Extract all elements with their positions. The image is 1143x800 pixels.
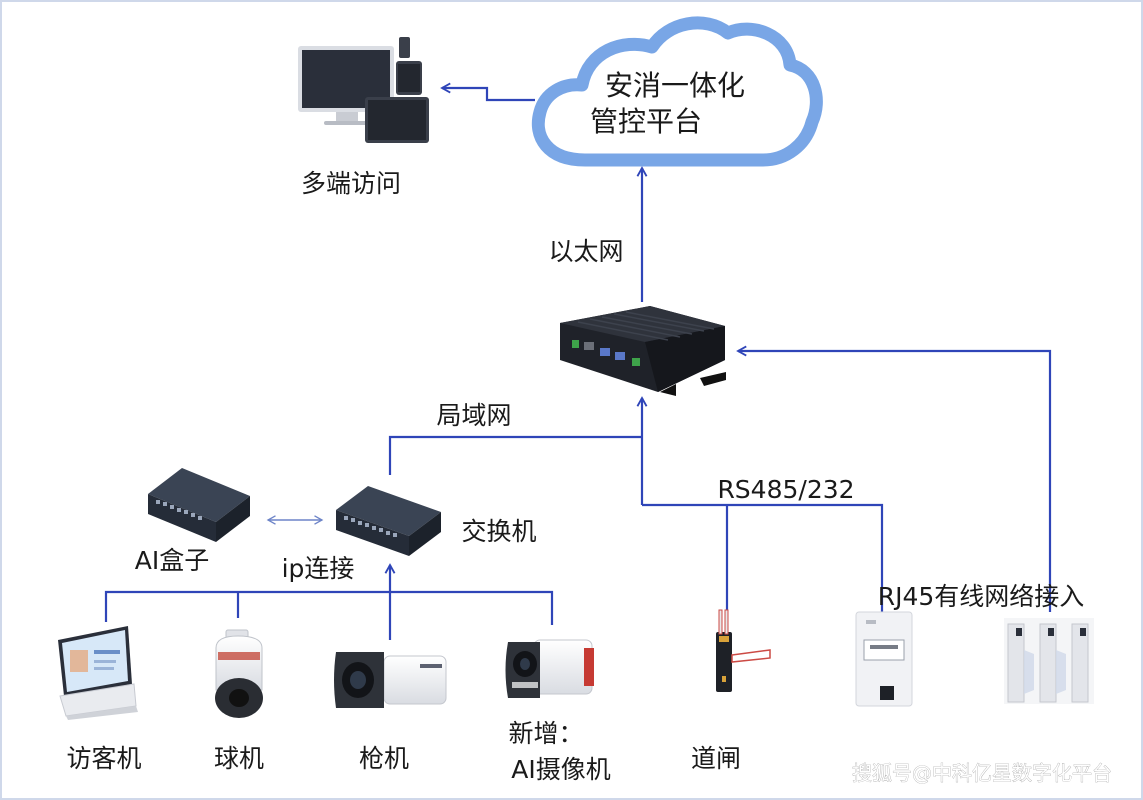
rj45-link (738, 351, 1052, 612)
lan-label: 局域网 (436, 401, 511, 430)
camera-bus (104, 590, 554, 625)
multi-access-label: 多端访问 (301, 169, 401, 198)
lan-link (388, 435, 642, 475)
cloud-shape (531, 16, 823, 167)
rs485-bus (642, 503, 884, 612)
ai-camera-icon[interactable] (505, 639, 595, 698)
cloud-title-line2: 管控平台 (590, 105, 702, 138)
ai-box-icon[interactable] (148, 468, 250, 542)
new-ai-camera-label-line2: AI摄像机 (511, 755, 610, 784)
barrier-label: 道闸 (691, 744, 741, 773)
rj45-label: RJ45有线网络接入 (878, 582, 1085, 611)
switch-label: 交换机 (461, 517, 536, 546)
visitor-kiosk-icon[interactable] (58, 626, 138, 720)
ip-connect-label: ip连接 (282, 554, 355, 583)
ethernet-label: 以太网 (548, 237, 623, 266)
barrier-gate-icon[interactable] (716, 609, 771, 692)
cloud-platform[interactable]: 安消一体化 管控平台 (531, 16, 823, 167)
dome-camera-icon[interactable] (215, 629, 263, 718)
bullet-label: 枪机 (359, 744, 409, 773)
network-switch-icon[interactable] (336, 486, 441, 556)
multi-device-icon (298, 37, 429, 143)
bullet-camera-icon[interactable] (334, 652, 447, 708)
access-panel-icon[interactable] (855, 611, 913, 707)
watermark: 搜狐号@中科亿星数字化平台 (852, 761, 1112, 785)
dome-label: 球机 (214, 744, 264, 773)
visitor-label: 访客机 (66, 744, 141, 773)
new-ai-camera-label-line1: 新增： (508, 719, 583, 748)
rs485-label: RS485/232 (717, 475, 854, 504)
ai-box-label: AI盒子 (135, 546, 209, 575)
cloud-title-line1: 安消一体化 (605, 69, 745, 102)
edge-gateway-icon[interactable] (560, 306, 726, 396)
cloud-to-devices-link (442, 88, 535, 102)
connection-lines (104, 88, 1052, 640)
turnstile-icon[interactable] (1004, 618, 1094, 704)
